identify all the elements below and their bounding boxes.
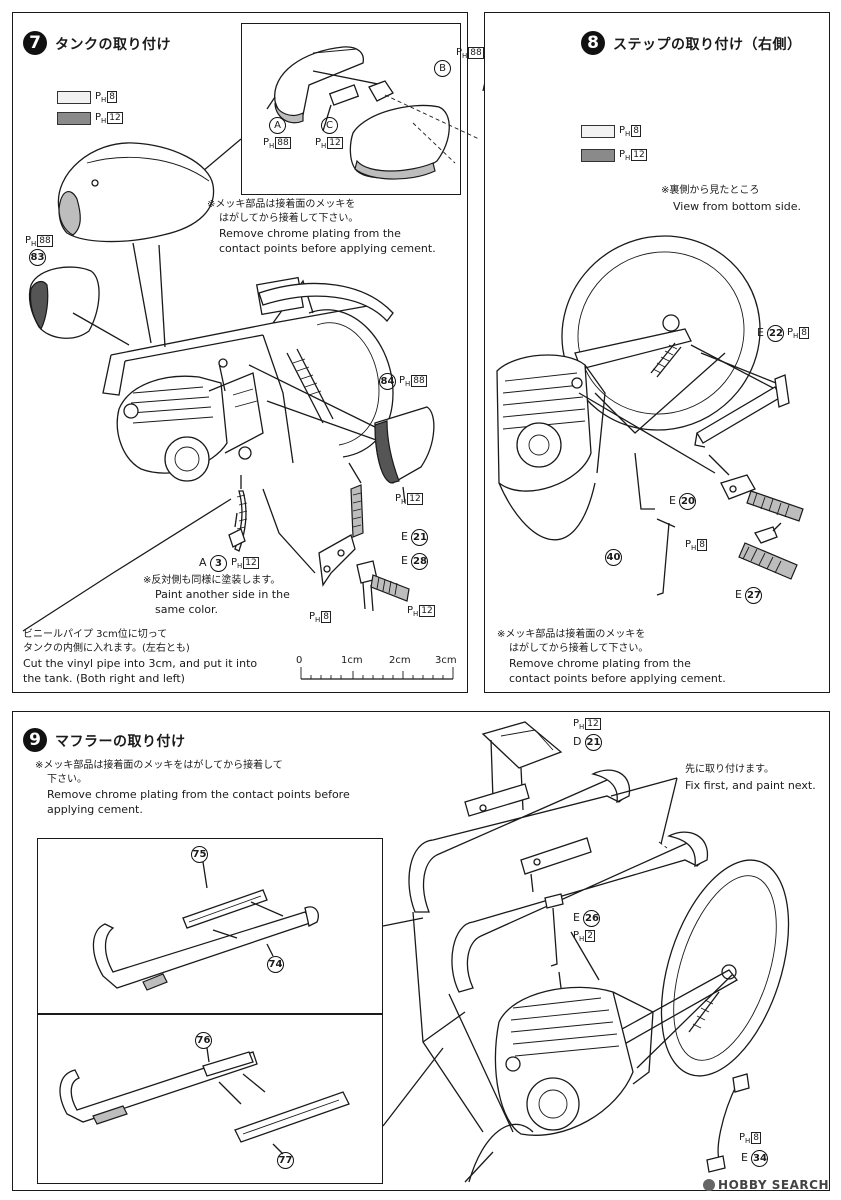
label-p77: 77 [277, 1152, 294, 1169]
label-E34: E 34 [741, 1150, 769, 1167]
step8-note-jp-2: はがしてから接着して下さい。 [509, 643, 649, 654]
label-p75: 75 [191, 846, 208, 863]
step7-note-jp-1: ※メッキ部品は接着面のメッキを [207, 199, 356, 210]
label-A3: A 3 [199, 555, 228, 572]
step7-title: タンクの取り付け [55, 37, 171, 53]
label-part-B: B [434, 60, 451, 77]
step8-note-en-1: Remove chrome plating from the [509, 657, 691, 670]
paint-swatch-h8 [581, 125, 615, 138]
label-E20: E 20 [669, 493, 697, 510]
step9-fix-jp: 先に取り付けます。 [685, 764, 774, 775]
hobby-search-watermark: HOBBY SEARCH [703, 1178, 829, 1192]
step9-note-jp-2: 下さい。 [47, 774, 87, 785]
step9-fix-en: Fix first, and paint next. [685, 779, 816, 792]
step7-paint-note-en-1: Paint another side in the [155, 588, 290, 601]
step8-note-en-2: contact points before applying cement. [509, 672, 726, 685]
label-E22: E 22 [757, 325, 785, 342]
muffler-right-detail [37, 1014, 383, 1184]
step7-illustration [22, 46, 488, 680]
step9-panel: 9 マフラーの取り付け ※メッキ部品は接着面のメッキをはがしてから接着して 下さ… [12, 711, 830, 1191]
step8-illustration [496, 235, 804, 596]
label-E26: E 26 [573, 910, 601, 927]
label-p74: 74 [267, 956, 284, 973]
step7-note-jp-2: はがしてから接着して下さい。 [219, 213, 359, 224]
step7-pipe-jp-2: タンクの内側に入れます。(左右とも) [23, 643, 190, 654]
step7-note-en-2: contact points before applying cement. [219, 242, 436, 255]
step7-pipe-en-2: the tank. (Both right and left) [23, 672, 185, 685]
step7-pipe-en-1: Cut the vinyl pipe into 3cm, and put it … [23, 657, 258, 670]
ruler-label-1cm: 1cm [341, 655, 363, 666]
step9-note-en-1: Remove chrome plating from the contact p… [47, 788, 350, 801]
ruler-label-3cm: 3cm [435, 655, 457, 666]
step8-number: 8 [581, 31, 605, 55]
step9-note-en-2: applying cement. [47, 803, 143, 816]
tank-detail-inset [241, 23, 461, 195]
step9-note-jp-1: ※メッキ部品は接着面のメッキをはがしてから接着して [35, 760, 283, 771]
paint-swatch-h8 [57, 91, 91, 104]
step8-view-jp: ※裏側から見たところ [661, 185, 760, 196]
step9-number: 9 [23, 728, 47, 752]
label-part-A: A [269, 117, 286, 134]
label-D21: D 21 [573, 734, 602, 751]
step9-title: マフラーの取り付け [55, 734, 186, 750]
step9-illustration [59, 721, 790, 1183]
step8-view-en: View from bottom side. [673, 200, 802, 213]
label-E28: E 28 [401, 553, 429, 570]
step7-note-en-1: Remove chrome plating from the [219, 227, 401, 240]
step8-title: ステップの取り付け（右側） [613, 37, 802, 53]
step7-pipe-jp-1: ビニールパイプ 3cm位に切って [23, 629, 168, 640]
label-part-C: C [321, 117, 338, 134]
label-p76: 76 [195, 1032, 212, 1049]
label-p40: 40 [605, 549, 622, 566]
label-p84: 84 [379, 373, 396, 390]
label-E27: E 27 [735, 587, 763, 604]
step7-number: 7 [23, 31, 47, 55]
paint-swatch-h12 [581, 149, 615, 162]
paint-swatch-h12 [57, 112, 91, 125]
step8-note-jp-1: ※メッキ部品は接着面のメッキを [497, 629, 646, 640]
ruler-label-2cm: 2cm [389, 655, 411, 666]
ruler-label-0: 0 [296, 655, 303, 666]
label-E21: E 21 [401, 529, 429, 546]
step7-paint-note-en-2: same color. [155, 603, 219, 616]
hobby-search-logo-icon [703, 1179, 716, 1191]
step7-paint-note-jp: ※反対側も同様に塗装します。 [143, 575, 281, 586]
label-p83: 83 [29, 249, 46, 266]
muffler-left-detail [37, 838, 383, 1014]
